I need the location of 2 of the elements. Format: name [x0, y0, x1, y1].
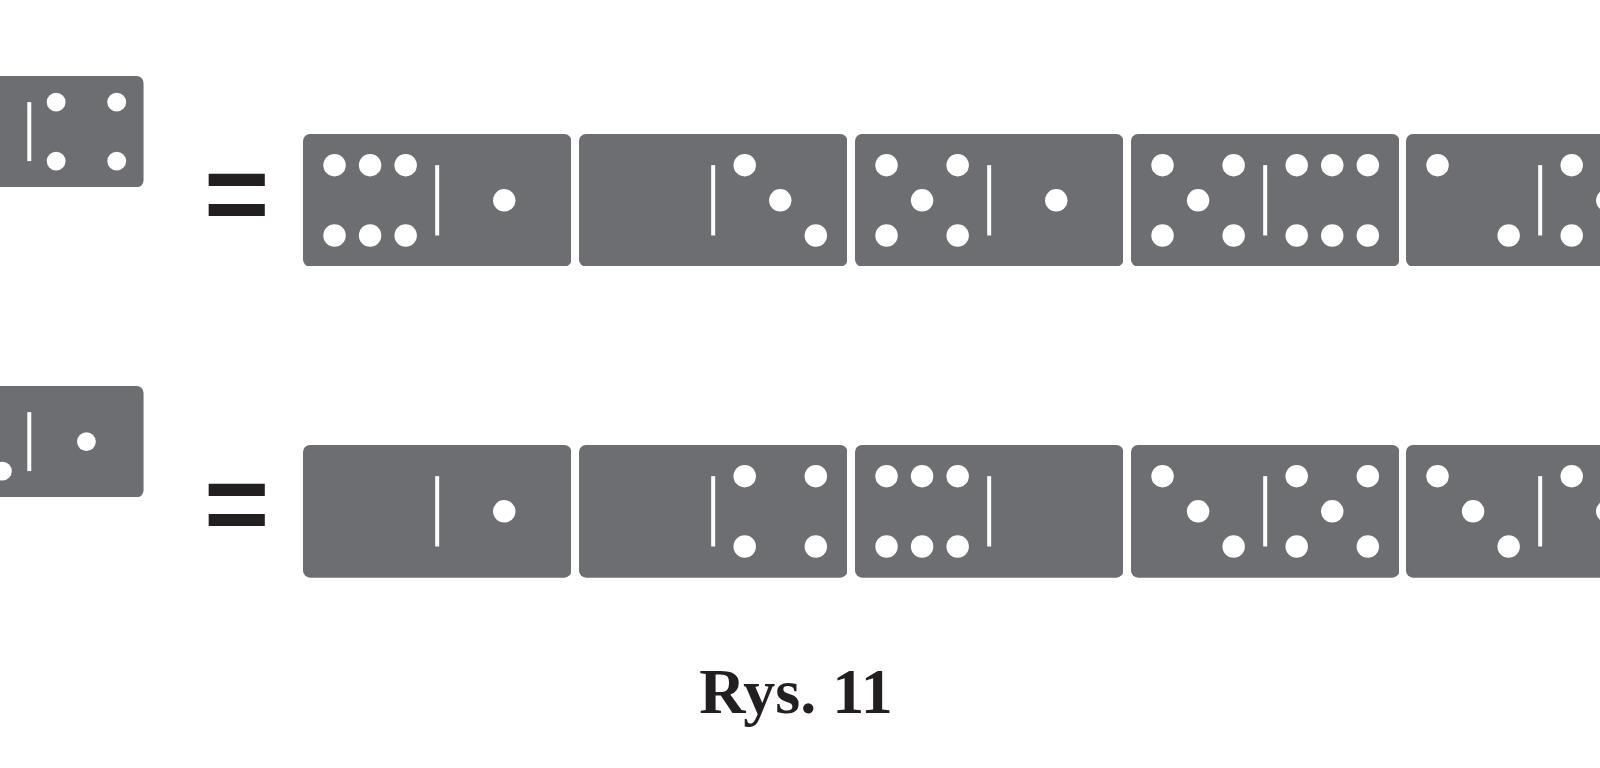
equals-sign: =: [204, 138, 270, 250]
equals-sign: =: [204, 448, 270, 561]
